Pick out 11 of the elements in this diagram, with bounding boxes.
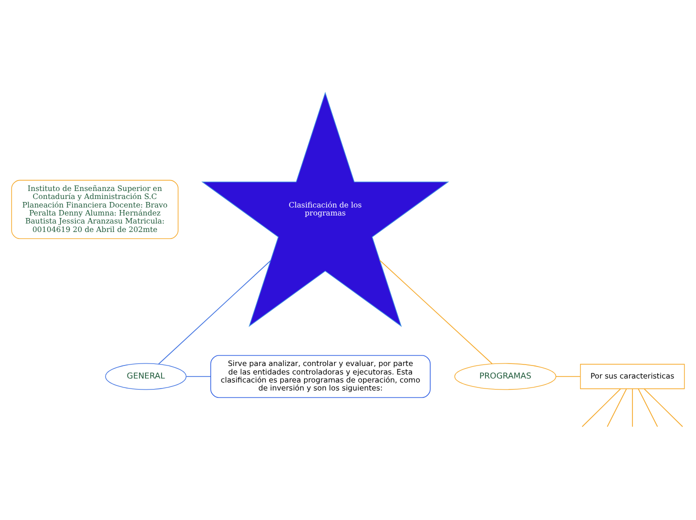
connector	[556, 376, 581, 377]
connector	[606, 388, 627, 428]
node-ellipse: PROGRAMAS	[454, 363, 556, 390]
node-ellipse: GENERAL	[105, 363, 186, 390]
connector	[638, 388, 658, 428]
connector	[379, 260, 493, 364]
connector	[632, 388, 633, 428]
connector	[644, 388, 684, 428]
connector	[582, 388, 621, 428]
connector	[186, 376, 212, 377]
connector	[158, 260, 272, 365]
